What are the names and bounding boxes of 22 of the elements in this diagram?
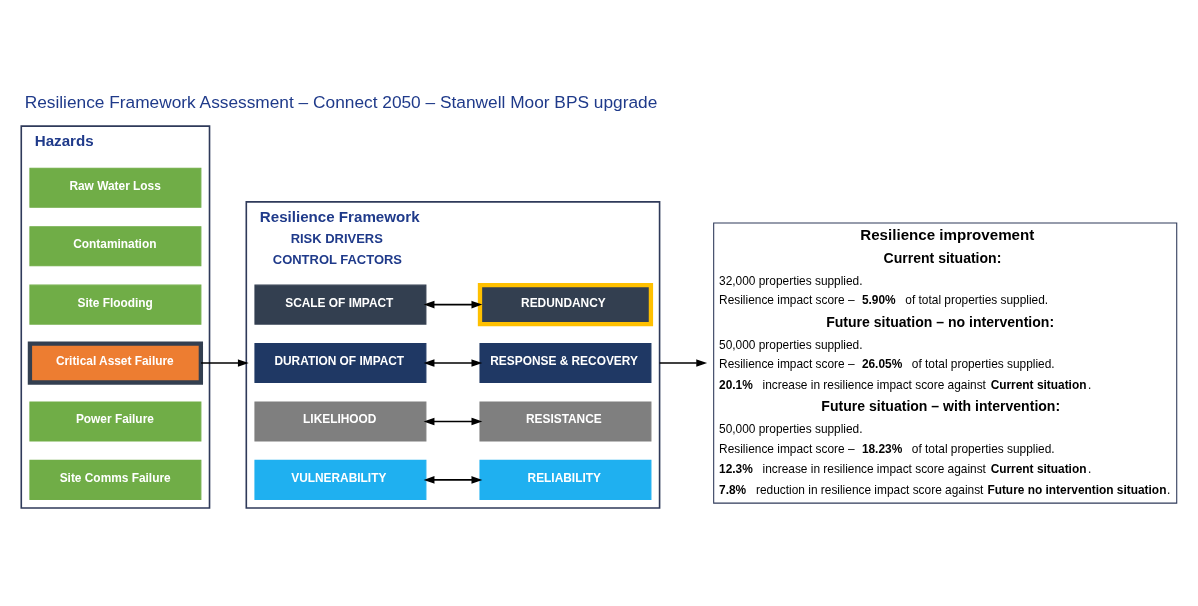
arrow — [423, 300, 483, 309]
node-box: RESPONSE & RECOVERY — [479, 343, 652, 384]
node-box: RESISTANCE — [479, 401, 652, 442]
node-box: SCALE OF IMPACT — [254, 284, 427, 325]
arrow — [658, 359, 708, 367]
node-box: Resilience improvement Current situation: 32,000 properties supplied. Resilience impact score – 5.90% of total properties supplied. Future situation – no intervention: 50,000 properties supplied. Resilience impact score – 26.05% of total properties supplied. 20.1% increase in resilience impact score against Current situation. Future situation – with intervention: 50,000 properties supplied. Resilience impact score – 18.23% of total properties supplied. 12.3% increase in resilience impact score against Current situation. 7.8% reduction in resilience impact score against Future no intervention situation. — [713, 222, 1178, 504]
node-box: REDUNDANCY — [477, 283, 654, 327]
node-box: LIKELIHOOD — [254, 401, 427, 442]
node-box: DURATION OF IMPACT — [254, 343, 427, 384]
node-box: VULNERABILITY — [254, 459, 427, 500]
arrow — [423, 359, 483, 367]
node-box: Power Failure — [29, 401, 202, 442]
node-box: Site Comms Failure — [29, 459, 202, 500]
arrow — [423, 476, 483, 484]
node-box: Contamination — [29, 226, 202, 267]
node-box: RELIABILITY — [479, 459, 652, 500]
node-box: Site Flooding — [29, 284, 202, 325]
diagram-title: Resilience Framework Assessment – Connect 2050 – Stanwell Moor BPS upgrade — [24, 91, 658, 112]
node-box: Raw Water Loss — [29, 167, 202, 208]
arrow — [423, 417, 483, 426]
node-box: Critical Asset Failure — [27, 341, 204, 385]
arrow — [200, 359, 249, 367]
